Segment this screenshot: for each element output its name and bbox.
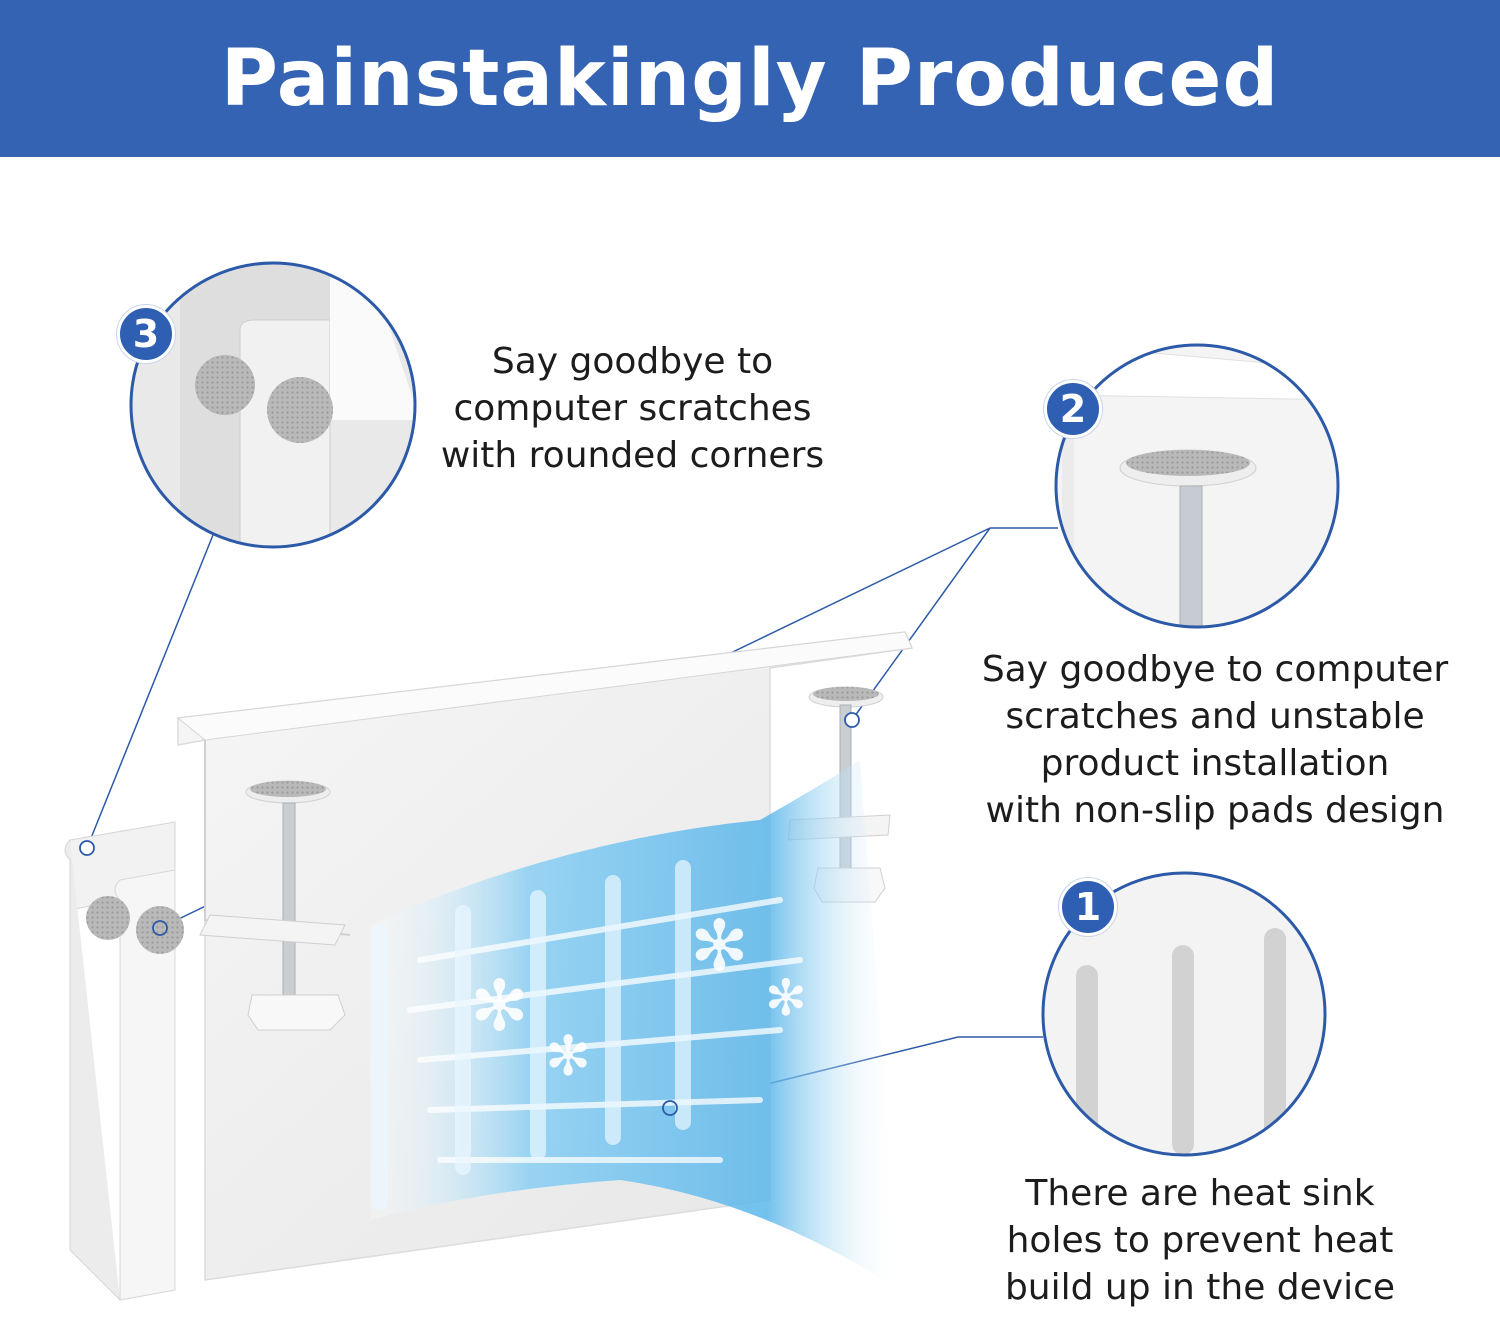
callout-1-badge: 1: [1059, 878, 1117, 936]
zoom-circle-corners: [129, 261, 417, 549]
callout-1-text: There are heat sink holes to prevent hea…: [1004, 1173, 1396, 1308]
svg-text:✻: ✻: [765, 969, 807, 1027]
callout-2-badge: 2: [1044, 380, 1102, 438]
svg-text:✻: ✻: [470, 965, 529, 1047]
product-illustration: ✻ ✻ ✻ ✻: [64, 261, 1340, 1301]
zoom-circle-pads: [1054, 343, 1340, 629]
header-banner: Painstakingly Produced: [0, 0, 1500, 157]
zoom-circle-heat-sink: [1041, 871, 1327, 1157]
svg-text:✻: ✻: [690, 905, 749, 987]
svg-text:✻: ✻: [545, 1024, 591, 1088]
callout-2-text: Say goodbye to computer scratches and un…: [981, 649, 1449, 831]
airflow-graphic: ✻ ✻ ✻ ✻: [370, 760, 900, 1290]
callout-3-text: Say goodbye to computer scratches with r…: [440, 341, 825, 476]
callout-3-badge: 3: [117, 305, 175, 363]
page-title: Painstakingly Produced: [220, 33, 1280, 124]
